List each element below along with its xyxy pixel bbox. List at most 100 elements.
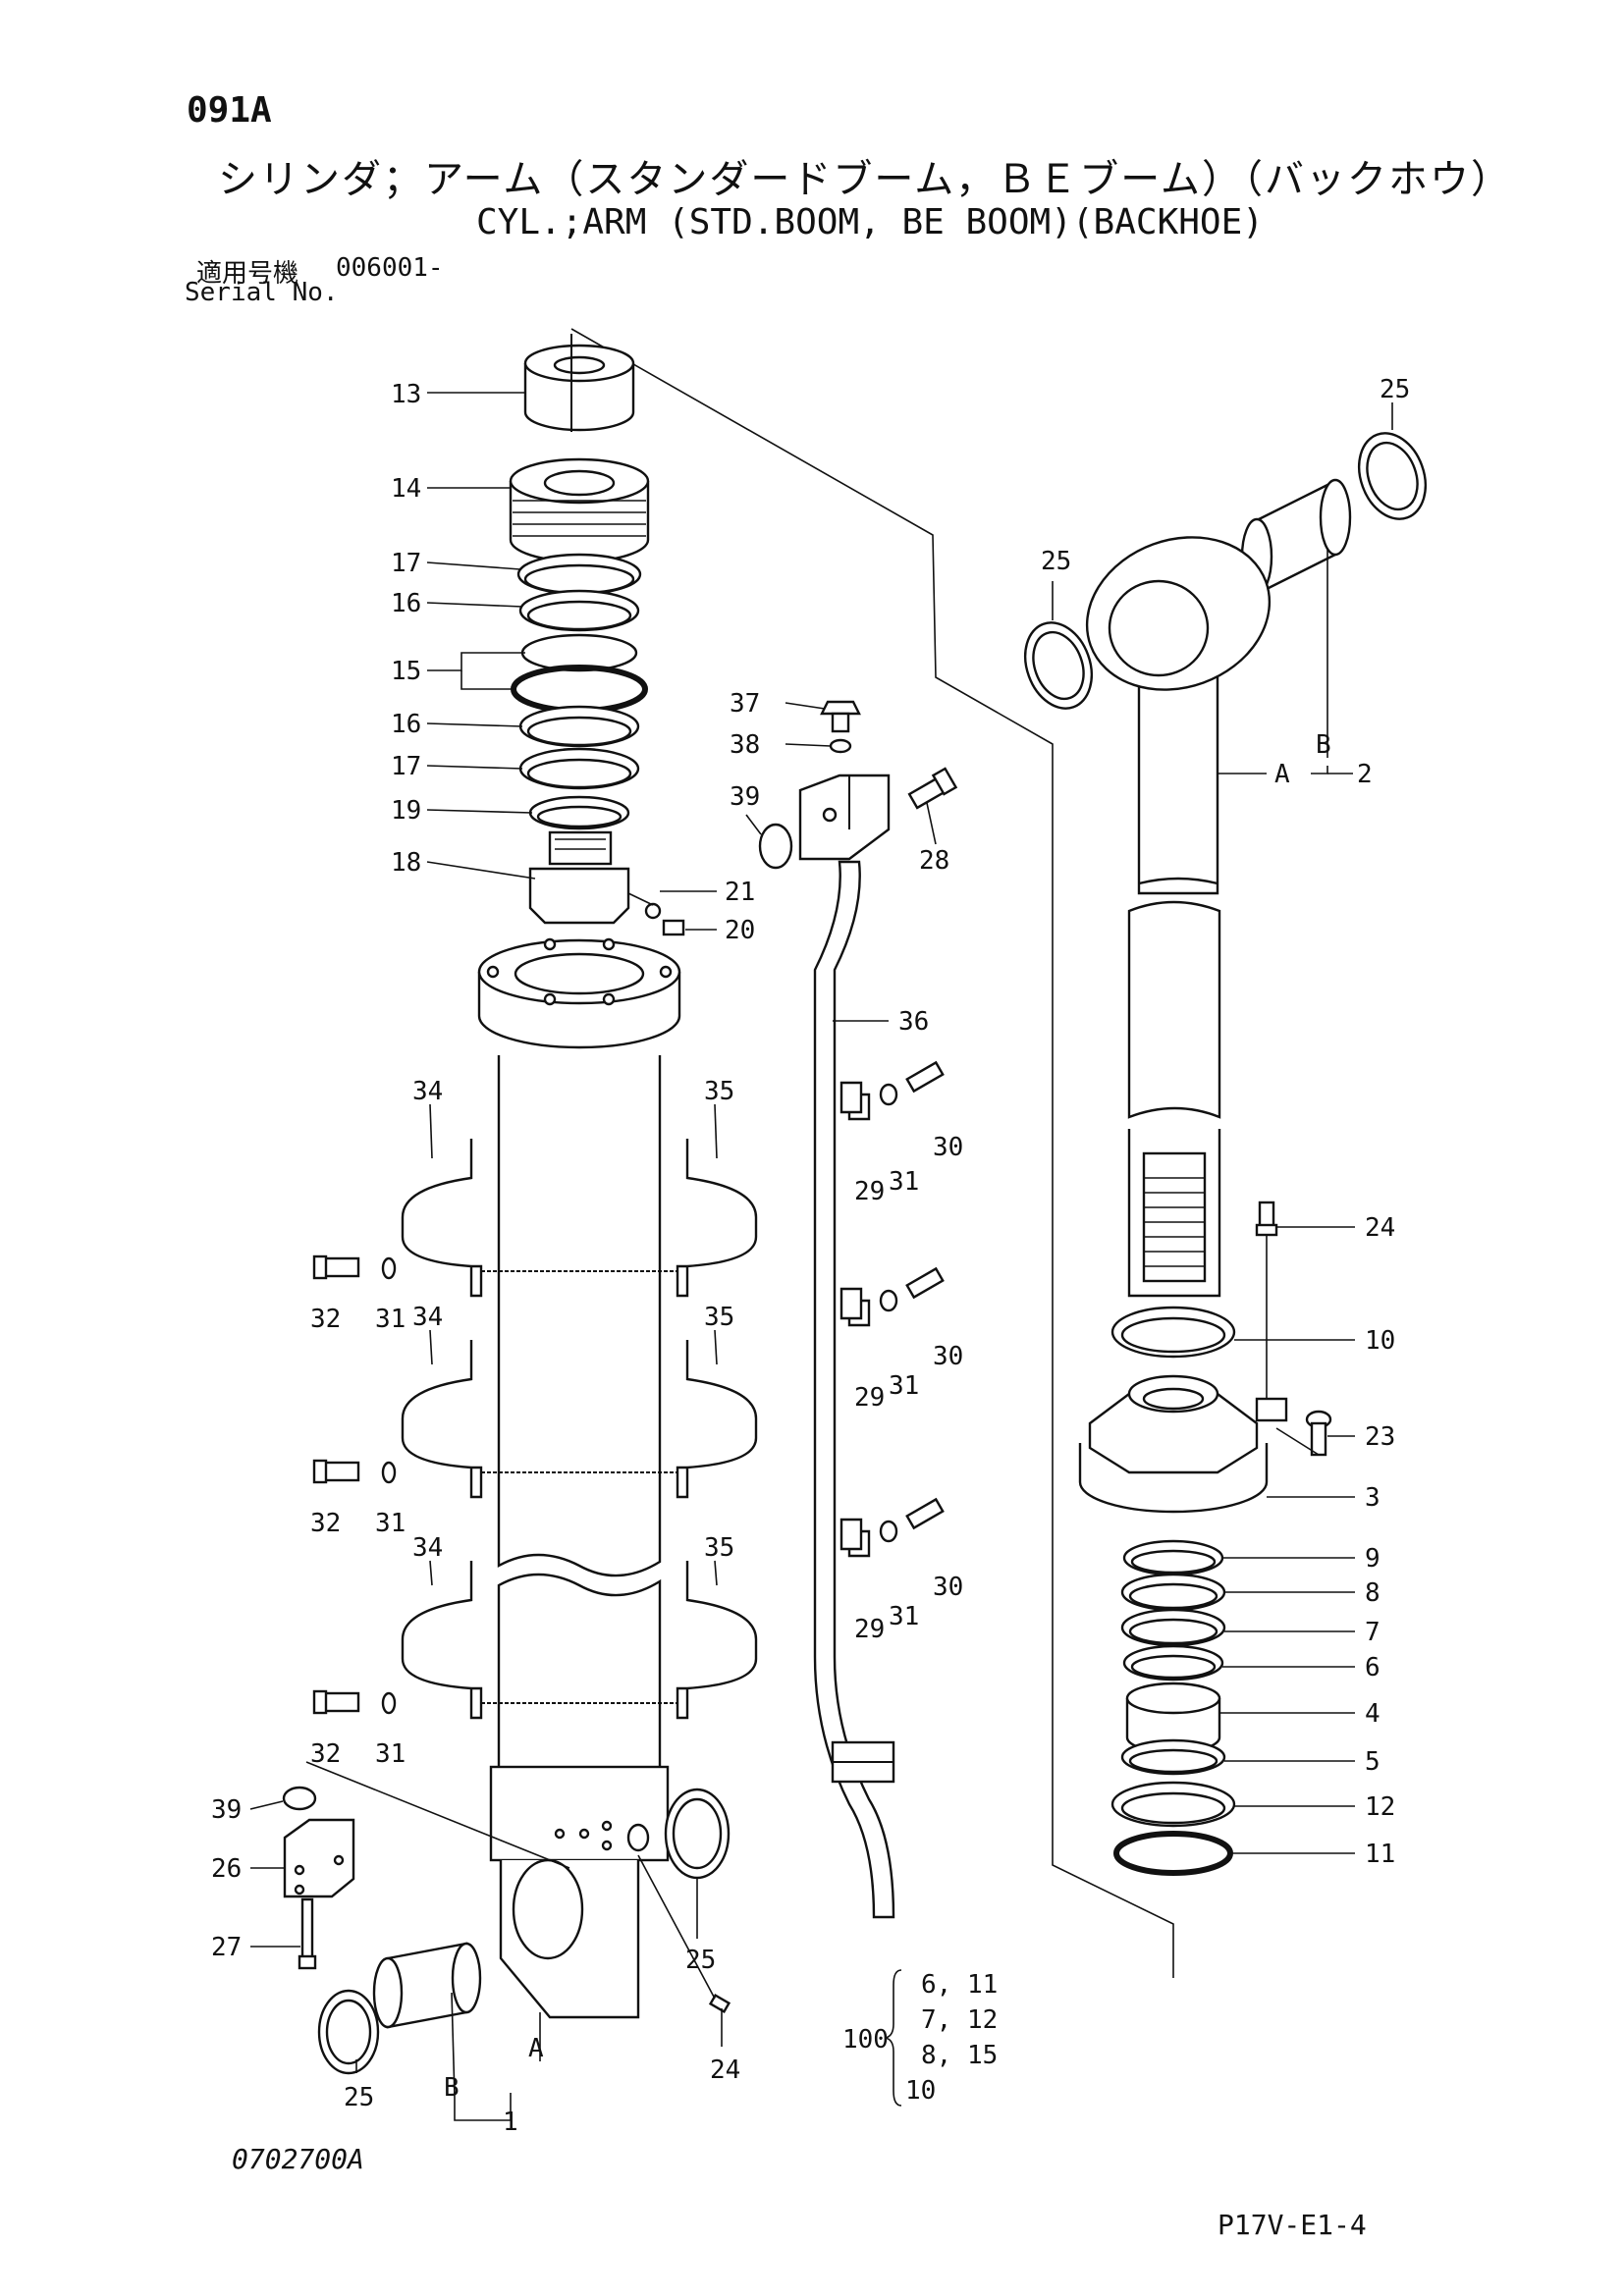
page-number: P17V-E1-4 <box>1218 2209 1367 2241</box>
part-31-washers-left <box>381 1256 397 1715</box>
cylinder-tube-upper <box>497 1055 662 1577</box>
callout-11: 11 <box>1365 1840 1395 1869</box>
callout-39: 39 <box>730 782 760 812</box>
callout-15: 15 <box>391 657 421 686</box>
title-english: CYL.;ARM (STD.BOOM, BE BOOM)(BACKHOE) <box>476 202 1264 242</box>
callout-39: 39 <box>211 1795 242 1825</box>
callout-B: B <box>444 2073 460 2103</box>
drawing-number: 0702700A <box>232 2143 364 2175</box>
part-25-ring-left-of-eye <box>1024 621 1093 710</box>
callout-12: 12 <box>1365 1792 1395 1822</box>
callout-31: 31 <box>375 1739 406 1769</box>
part-38-oring <box>829 738 852 754</box>
callout-labels: 13 14 17 16 15 16 17 19 18 21 20 37 38 3… <box>211 375 1410 2137</box>
part-39-oring-upper <box>758 823 793 870</box>
part-27-bolt <box>298 1897 317 1970</box>
cylinder-tube-lower <box>497 1573 662 1770</box>
callout-A: A <box>1274 760 1290 789</box>
callout-32: 32 <box>310 1305 341 1334</box>
callout-32: 32 <box>310 1509 341 1538</box>
part-6-ring <box>1122 1644 1224 1682</box>
pipe-upper-block <box>798 774 891 861</box>
part-31-washers-right <box>879 1083 898 1543</box>
part-25-ring-lower-left <box>317 1989 380 2075</box>
callout-3: 3 <box>1365 1483 1380 1513</box>
callout-37: 37 <box>730 689 760 719</box>
callout-16: 16 <box>391 589 421 618</box>
callout-29: 29 <box>854 1383 885 1413</box>
part-13-cap <box>523 334 635 432</box>
part-11-ring <box>1113 1831 1233 1876</box>
part-39-oring-lower <box>282 1786 317 1811</box>
callout-34: 34 <box>412 1303 443 1332</box>
callout-17: 17 <box>391 549 421 578</box>
part-37-plug <box>820 700 861 733</box>
part-28-bolt <box>907 767 958 810</box>
part-21-ball <box>644 902 662 920</box>
callout-30: 30 <box>933 1133 963 1162</box>
kit-100-list: 100 6, 11 7, 12 8, 15 10 <box>842 1970 998 2106</box>
pipe-lower-block <box>831 1740 895 1784</box>
kit-number: 100 <box>842 2025 889 2055</box>
clamp-row-2 <box>401 1340 758 1499</box>
callout-25: 25 <box>685 1946 716 1975</box>
callout-25: 25 <box>1041 547 1071 576</box>
callout-6: 6 <box>1365 1653 1380 1682</box>
rod-threaded-end <box>1142 1151 1207 1283</box>
callout-26: 26 <box>211 1854 242 1884</box>
callout-21: 21 <box>725 878 755 907</box>
clamp-row-3 <box>401 1561 758 1720</box>
cylinder-flange <box>477 937 681 1049</box>
cylinder-bottom-boss <box>489 1765 670 2019</box>
assembly-boundary-line <box>570 328 1174 1978</box>
kit-line-2: 7, 12 <box>921 2005 998 2035</box>
serial-label-english: Serial No. <box>185 278 339 307</box>
callout-19: 19 <box>391 796 421 826</box>
callout-30: 30 <box>933 1573 963 1602</box>
callout-2: 2 <box>1357 760 1373 789</box>
part-32-bolts <box>312 1255 360 1715</box>
callout-13: 13 <box>391 380 421 409</box>
part-14-threaded-head <box>509 457 650 563</box>
callout-31: 31 <box>375 1509 406 1538</box>
leader-block-line <box>305 1761 570 1869</box>
rod-upper <box>1138 877 1218 885</box>
part-15-seal <box>511 633 648 714</box>
part-7-ring <box>1120 1608 1226 1647</box>
part-10-ring <box>1110 1306 1236 1359</box>
callout-24: 24 <box>710 2056 740 2085</box>
callout-A: A <box>528 2034 544 2063</box>
kit-line-1: 6, 11 <box>921 1970 998 2000</box>
callout-5: 5 <box>1365 1747 1380 1777</box>
callout-35: 35 <box>704 1533 734 1563</box>
part-18-nut <box>528 830 630 925</box>
callout-18: 18 <box>391 848 421 878</box>
callout-29: 29 <box>854 1615 885 1644</box>
part-24-grease-nipple-right <box>1255 1201 1278 1404</box>
callout-4: 4 <box>1365 1699 1380 1729</box>
page-code: 091A <box>187 90 272 131</box>
callout-7: 7 <box>1365 1618 1380 1647</box>
callout-31: 31 <box>889 1602 919 1631</box>
part-5-ring <box>1120 1738 1226 1776</box>
callout-20: 20 <box>725 916 755 945</box>
part-30-bolts <box>905 1060 945 1530</box>
part-bushing-B-left <box>372 1942 482 2029</box>
callout-32: 32 <box>310 1739 341 1769</box>
part-26-block <box>283 1818 355 1898</box>
callout-38: 38 <box>730 730 760 760</box>
callout-27: 27 <box>211 1933 242 1962</box>
callout-14: 14 <box>391 474 421 504</box>
callout-23: 23 <box>1365 1422 1395 1452</box>
part-9-ring <box>1122 1539 1224 1576</box>
leader-lines <box>249 392 1393 2121</box>
part-3-piston <box>1078 1374 1288 1514</box>
part-12-ring <box>1110 1781 1236 1828</box>
title-japanese: シリンダ；アーム（スタンダードブーム，ＢＥブーム）（バックホウ） <box>218 157 1512 202</box>
callout-9: 9 <box>1365 1544 1380 1574</box>
part-4-sleeve <box>1125 1682 1221 1754</box>
part-16-ring-upper <box>518 589 640 632</box>
part-36-pipe <box>813 860 895 1919</box>
part-29-brackets <box>839 1081 871 1558</box>
kit-line-4: 10 <box>905 2076 936 2106</box>
